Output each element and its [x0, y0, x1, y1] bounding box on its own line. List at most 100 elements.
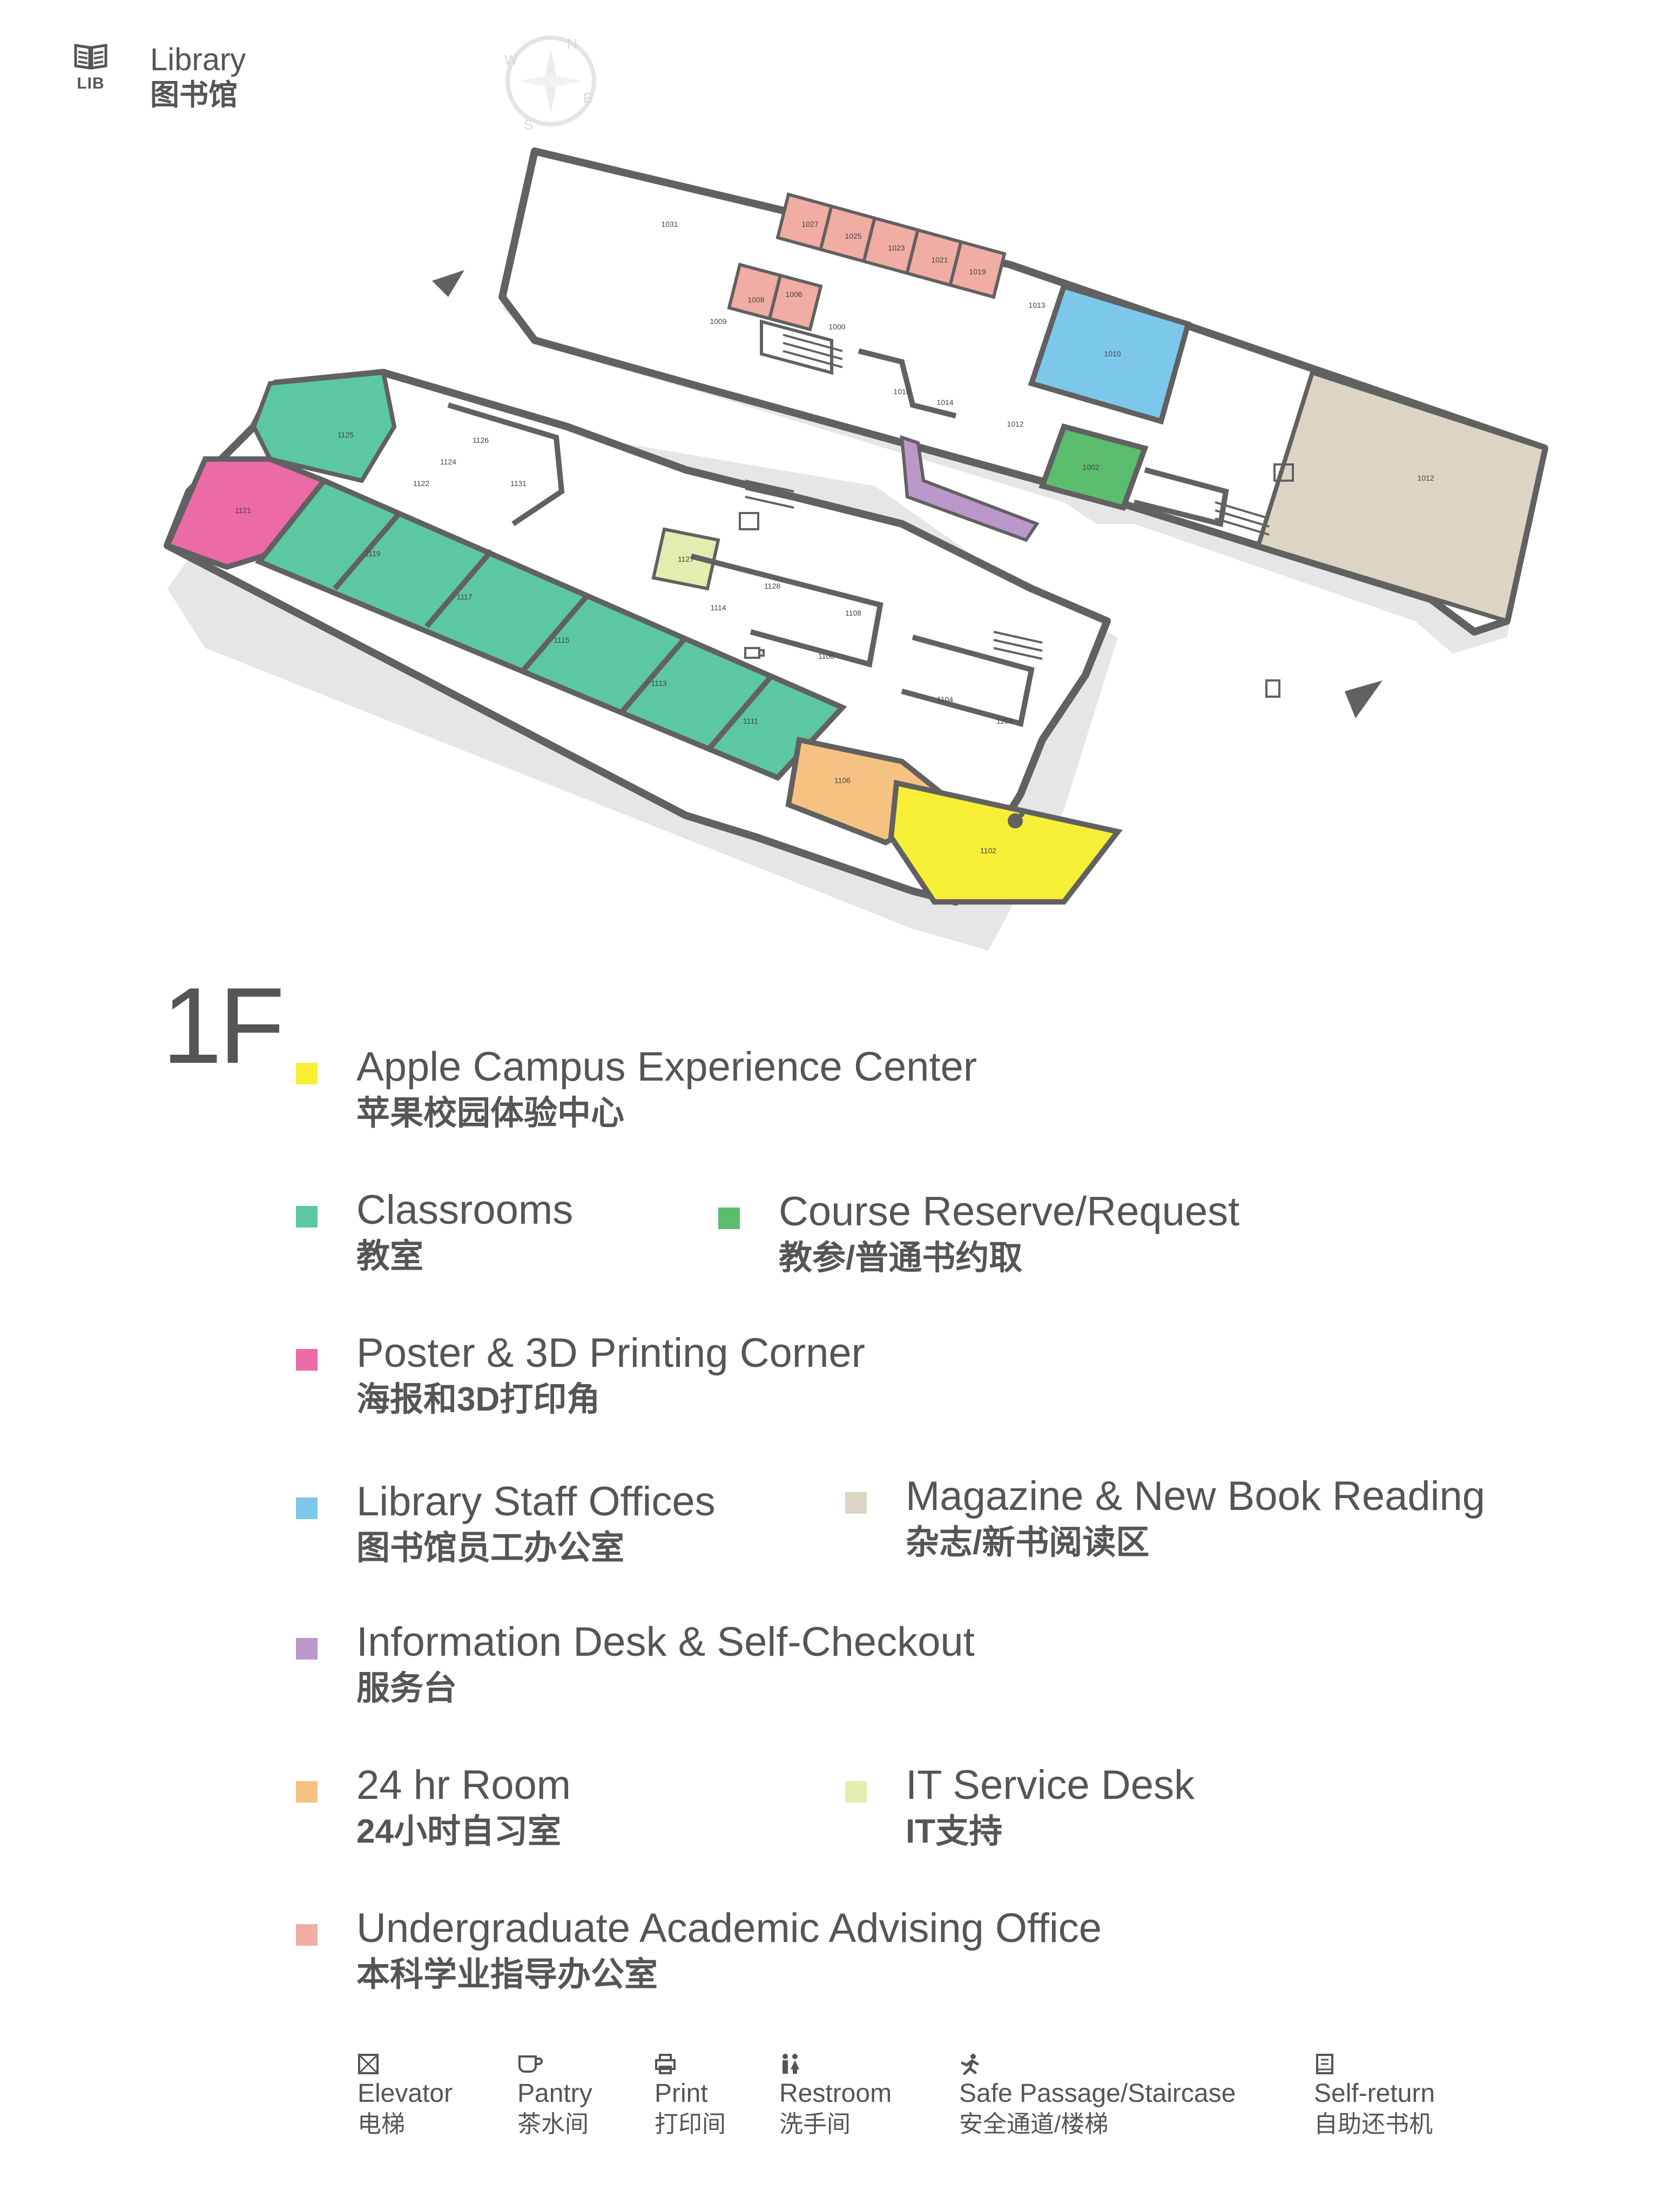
- room-label: 1002: [1082, 463, 1099, 471]
- room-label: 1108: [845, 609, 861, 617]
- legend-label-en: Magazine & New Book Reading: [906, 1473, 1486, 1519]
- legend-info-desk: Information Desk & Self-Checkout 服务台: [296, 1617, 975, 1710]
- room-label: 1125: [338, 430, 354, 439]
- icon-legend-label-zh: 自助还书机: [1314, 2111, 1433, 2137]
- room-label: 1106: [834, 776, 851, 785]
- self-return-icon: [1316, 2054, 1333, 2074]
- legend-label-zh: IT支持: [906, 1813, 1003, 1850]
- legend-staff: Library Staff Offices 图书馆员工办公室: [296, 1477, 716, 1570]
- room-label: 1103: [996, 717, 1013, 725]
- room-apple: [888, 779, 1123, 905]
- library-title: Library 图书馆: [150, 42, 246, 112]
- room-label: 1023: [888, 244, 905, 252]
- room-label: 1117: [456, 592, 472, 601]
- room-label: 1021: [931, 255, 948, 264]
- legend-swatch: [845, 1492, 867, 1514]
- legend-swatch: [296, 1781, 318, 1803]
- icon-legend-label-zh: 电梯: [358, 2111, 405, 2137]
- room-classrooms-row: [254, 477, 847, 781]
- staircase-icon: [993, 631, 1043, 660]
- room-label: 1113: [651, 679, 666, 687]
- room-staff: [1028, 282, 1192, 425]
- room-label: 1027: [801, 220, 818, 228]
- room-label: 1100: [818, 652, 834, 660]
- apple-logo-icon: [1008, 812, 1024, 828]
- compass-icon: N E S W: [504, 36, 596, 133]
- legend-swatch: [296, 1924, 318, 1946]
- legend-label-zh: 图书馆员工办公室: [356, 1529, 625, 1567]
- icon-legend-label-zh: 洗手间: [779, 2111, 851, 2137]
- room-label: 1006: [785, 290, 802, 299]
- icon-legend-label-en: Restroom: [779, 2079, 892, 2108]
- elevator-icon: [358, 2054, 379, 2074]
- icon-legend-label-en: Safe Passage/Staircase: [959, 2079, 1236, 2108]
- room-magazine: [1255, 369, 1547, 624]
- pantry-icon: [744, 647, 765, 659]
- legend-swatch: [718, 1208, 740, 1229]
- room-label: 1012: [1417, 474, 1434, 482]
- legend-label-zh: 苹果校园体验中心: [356, 1095, 625, 1132]
- legend-swatch: [296, 1498, 318, 1519]
- room-course-reserve: [1038, 423, 1149, 511]
- legend-swatch: [296, 1349, 318, 1371]
- legend-label-zh: 海报和3D打印角: [356, 1381, 601, 1418]
- legend-label-zh: 服务台: [356, 1670, 457, 1707]
- legend-magazine: Magazine & New Book Reading 杂志/新书阅读区: [845, 1472, 1485, 1564]
- compass-east: E: [583, 90, 592, 106]
- icon-legend-elevator: Elevator 电梯: [358, 2052, 453, 2140]
- self-return-icon: [1265, 679, 1280, 698]
- pantry-icon: [518, 2055, 543, 2073]
- icon-legend-label-zh: 茶水间: [517, 2111, 589, 2137]
- header: LIB Library 图书馆: [69, 42, 246, 112]
- legend-label-en: Information Desk & Self-Checkout: [356, 1619, 975, 1665]
- staircase-icon: [961, 2054, 979, 2075]
- room-label: 1131: [510, 479, 527, 488]
- legend-classrooms: Classrooms 教室: [296, 1185, 573, 1278]
- floor-map: 1031 1027 1025 1023 1021 1019 1006 1008 …: [164, 147, 1548, 950]
- room-advising-row: [775, 192, 1007, 299]
- room-it: [651, 527, 720, 591]
- icon-legend-self-return: Self-return 自助还书机: [1314, 2052, 1435, 2140]
- room-label: 1016: [893, 387, 910, 396]
- legend-label-en: Course Reserve/Request: [779, 1189, 1240, 1235]
- legend-label-en: Apple Campus Experience Center: [356, 1044, 977, 1090]
- room-label: 1126: [473, 436, 489, 444]
- icon-legend-label-zh: 打印间: [655, 2111, 726, 2137]
- icon-legend-pantry: Pantry 茶水间: [517, 2052, 592, 2140]
- room-label: 1124: [440, 457, 456, 466]
- legend-label-zh: 24小时自习室: [356, 1813, 561, 1850]
- room-label: 1121: [235, 506, 251, 515]
- staircase-icon: [783, 334, 843, 368]
- legend-swatch: [296, 1063, 318, 1084]
- entrance-arrow-east: [1345, 680, 1382, 718]
- elevator-icon: [739, 512, 759, 530]
- north-building: [498, 147, 1548, 636]
- room-labels: 1031 1027 1025 1023 1021 1019 1006 1008 …: [235, 220, 1434, 855]
- legend-label-en: Library Staff Offices: [356, 1479, 716, 1525]
- room-label: 1012: [1007, 420, 1023, 428]
- legend-label-en: Undergraduate Academic Advising Office: [356, 1905, 1102, 1951]
- legend-label-zh: 杂志/新书阅读区: [906, 1524, 1150, 1561]
- compass-west: W: [504, 52, 518, 68]
- legend-label-en: Classrooms: [356, 1187, 574, 1233]
- icon-legend-label-en: Print: [655, 2079, 708, 2108]
- room-label: 1127: [678, 555, 694, 563]
- icon-legend-label-en: Elevator: [358, 2079, 453, 2108]
- room-label: 1114: [710, 603, 726, 612]
- legend-label-zh: 教室: [356, 1238, 424, 1275]
- compass-north: N: [567, 36, 577, 52]
- icon-legend-print: Print 打印间: [655, 2052, 726, 2140]
- legend-swatch: [296, 1638, 318, 1660]
- room-label: 1025: [845, 232, 861, 240]
- library-badge-text: LIB: [77, 75, 105, 92]
- room-label: 1009: [710, 317, 726, 326]
- room-label: 1115: [554, 636, 569, 644]
- restroom-icon: [783, 2054, 799, 2074]
- south-building: [164, 369, 1123, 906]
- library-title-en: Library: [150, 42, 246, 77]
- room-label: 1104: [937, 695, 953, 704]
